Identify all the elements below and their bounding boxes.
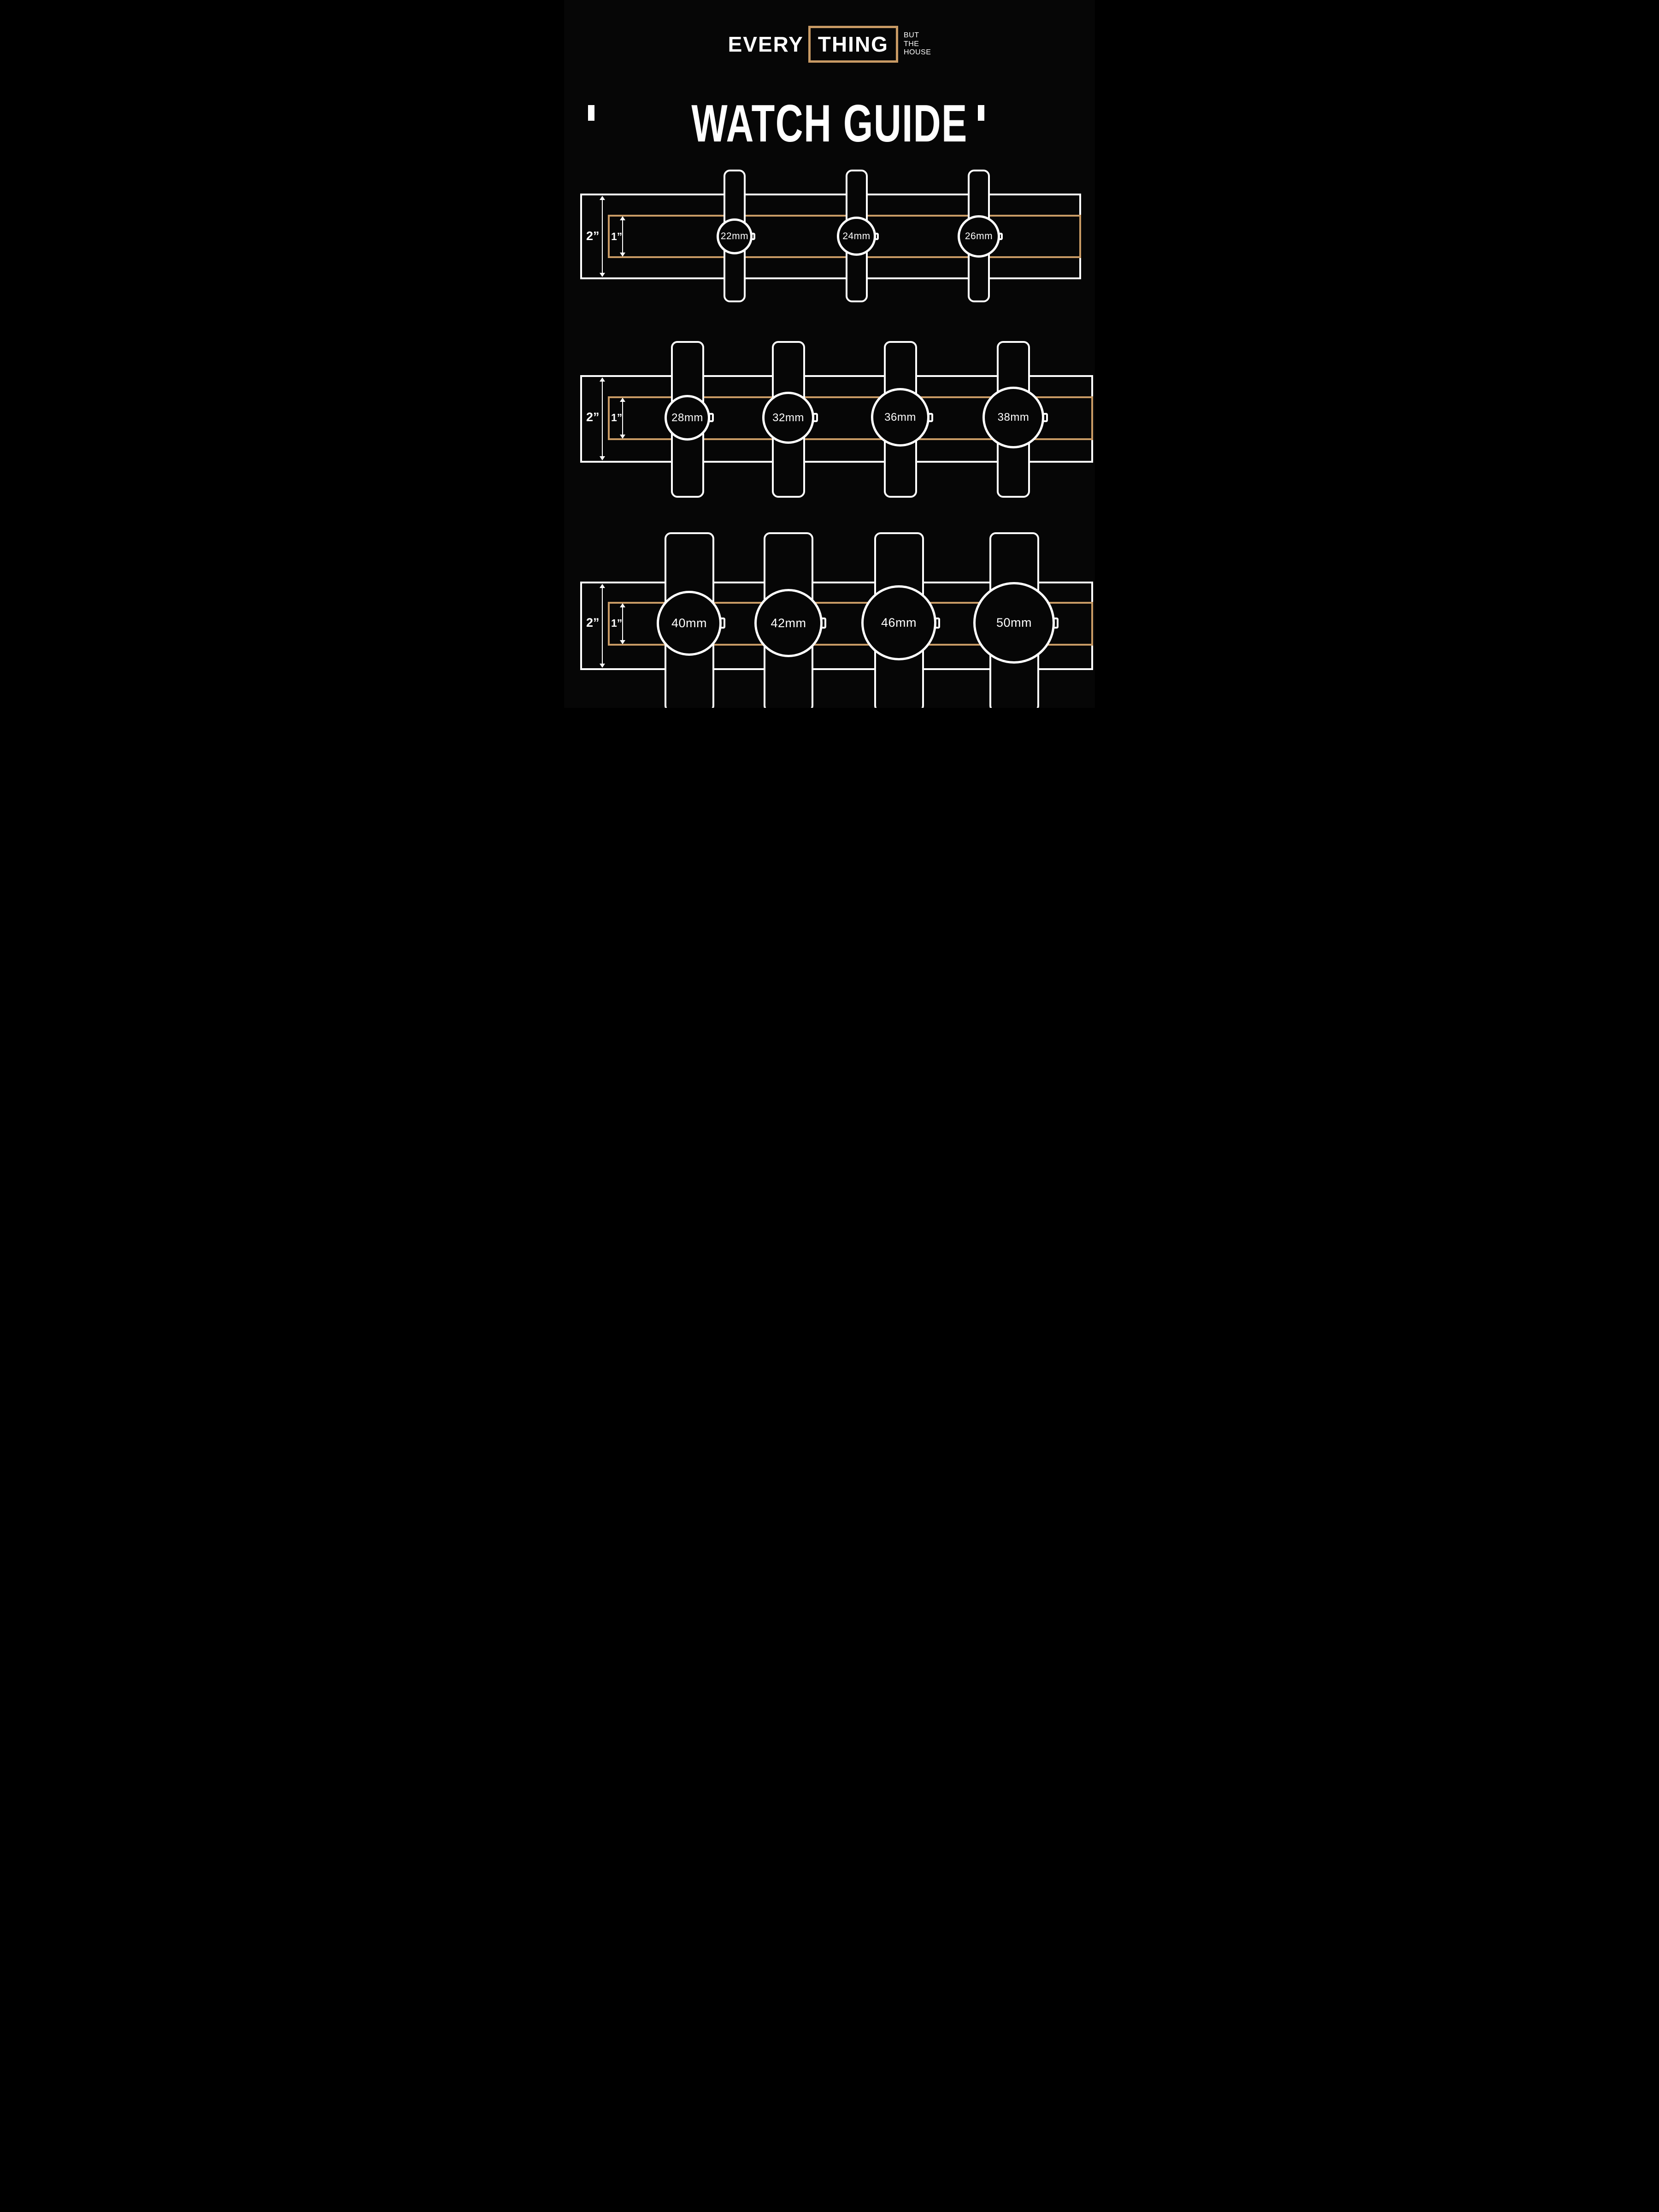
watch-size-label: 28mm	[671, 411, 703, 424]
watch-size-label: 36mm	[884, 411, 916, 424]
band-1in-row1	[608, 215, 1081, 258]
logo-tagline-line-2: THE	[903, 40, 919, 48]
watch-size-label: 42mm	[771, 616, 806, 630]
watch-case: 36mm	[871, 388, 930, 447]
logo-tagline-line-1: BUT	[903, 31, 919, 40]
dim-arrow-1in-row3	[620, 603, 625, 644]
watch-size-label: 50mm	[996, 616, 1032, 629]
watch-size-label: 22mm	[720, 231, 749, 241]
watch-case: 22mm	[717, 218, 753, 254]
watch-case: 40mm	[657, 591, 722, 656]
dim-label-2in-row2: 2”	[586, 410, 600, 424]
watch-case: 28mm	[665, 395, 710, 441]
watch-case: 50mm	[973, 582, 1055, 664]
dim-label-1in-row2: 1”	[611, 412, 623, 424]
watch-case: 42mm	[754, 589, 823, 657]
watch-case: 32mm	[762, 392, 814, 444]
dim-label-2in-row1: 2”	[586, 229, 600, 243]
dim-label-2in-row3: 2”	[586, 616, 600, 629]
title-accent-left	[588, 105, 594, 121]
logo-tagline-line-3: HOUSE	[903, 48, 931, 57]
watch-size-label: 26mm	[965, 231, 993, 241]
page-title-text: WATCH GUIDE	[691, 94, 968, 153]
logo-word-every: EVERY	[728, 32, 804, 56]
dim-label-1in-row3: 1”	[611, 617, 623, 629]
watch-size-label: 38mm	[997, 411, 1030, 424]
title-accent-right	[978, 105, 984, 121]
band-1in-row2	[608, 396, 1093, 440]
watch-case: 26mm	[958, 215, 1000, 258]
dim-arrow-2in-row3	[600, 584, 605, 668]
logo-tagline: BUT THE HOUSE	[904, 31, 931, 57]
band-1in-row3	[608, 602, 1093, 646]
watch-size-label: 46mm	[881, 616, 917, 629]
dim-label-1in-row1: 1”	[611, 230, 623, 242]
page-title: WATCH GUIDE	[564, 94, 1095, 153]
watch-size-label: 24mm	[842, 230, 871, 241]
logo-box: THING	[808, 26, 898, 63]
logo-word-thing: THING	[818, 32, 888, 56]
watch-case: 24mm	[837, 217, 876, 256]
watch-case: 46mm	[861, 585, 936, 660]
watch-size-label: 40mm	[671, 616, 707, 630]
watch-guide-infographic: EVERY THING BUT THE HOUSE WATCH GUIDE 2”…	[564, 0, 1095, 708]
dim-arrow-1in-row1	[620, 216, 625, 257]
brand-logo: EVERY THING BUT THE HOUSE	[564, 26, 1095, 63]
watch-size-label: 32mm	[772, 411, 804, 424]
dim-arrow-2in-row2	[600, 377, 605, 460]
dim-arrow-1in-row2	[620, 398, 625, 439]
dim-arrow-2in-row1	[600, 196, 605, 277]
watch-case: 38mm	[982, 387, 1044, 448]
